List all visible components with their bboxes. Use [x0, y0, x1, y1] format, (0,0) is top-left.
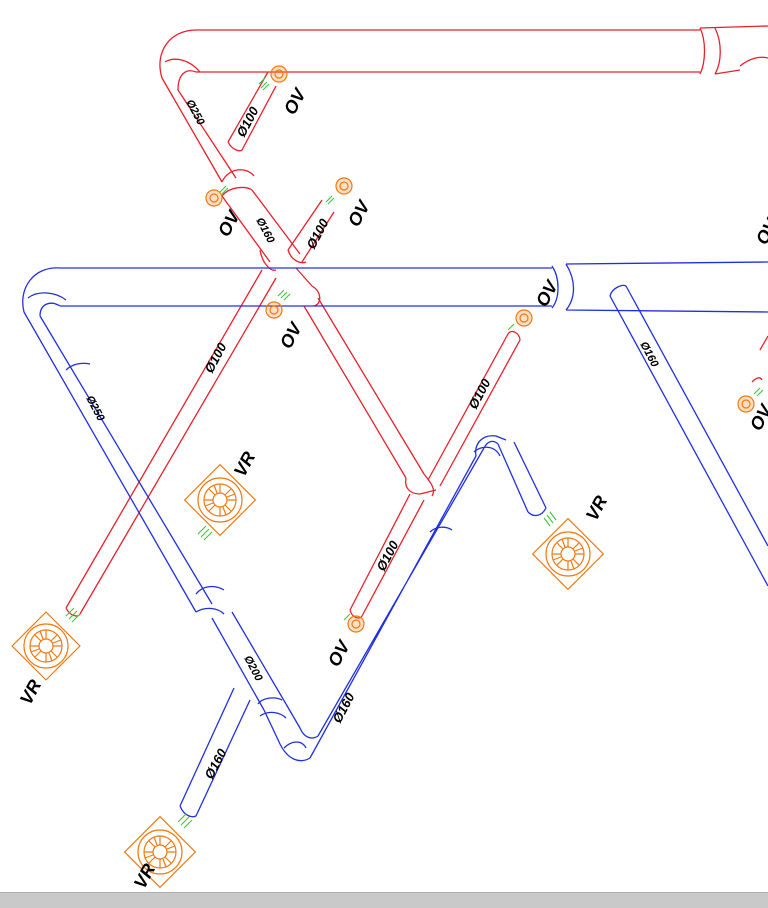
tag-ov: OV — [324, 636, 355, 670]
supply-elbow-top-left — [159, 29, 237, 183]
ov-terminal[interactable] — [265, 289, 291, 319]
extract-branch-vr4 — [179, 687, 251, 818]
label-d200: Ø200 — [241, 654, 265, 684]
supply-branch-ov7 — [349, 493, 425, 619]
vr-grille[interactable] — [123, 813, 197, 889]
terminal-tags: OV OV OV OV OV OV OV OV VR VR VR VR — [16, 84, 768, 892]
supply-duct-network — [65, 25, 768, 619]
extract-branch-vr3 — [497, 441, 547, 517]
status-bar — [0, 892, 768, 908]
supply-branch-ov3 — [287, 199, 335, 264]
vr-grille[interactable] — [183, 463, 257, 541]
ov-terminal[interactable] — [737, 387, 764, 413]
ov-terminal[interactable] — [507, 309, 533, 331]
extract-duct-network — [22, 261, 768, 818]
tag-vr: VR — [16, 676, 45, 707]
label-d100-d: Ø100 — [465, 376, 494, 412]
tag-vr: VR — [130, 860, 159, 891]
extract-elbow-left — [22, 267, 213, 613]
extract-elbow-bottom — [263, 703, 319, 762]
tag-ov: OV — [214, 206, 245, 240]
vr-grille[interactable] — [11, 607, 81, 681]
tag-ov: OV — [752, 214, 768, 248]
tag-vr: VR — [582, 492, 611, 523]
tag-ov: OV — [276, 318, 307, 352]
supply-duct-top[interactable] — [196, 29, 700, 73]
supply-branch-ov1 — [227, 71, 277, 152]
ov-terminal[interactable] — [343, 613, 365, 633]
ov-terminal[interactable] — [325, 177, 353, 205]
extract-duct-d160[interactable] — [309, 447, 485, 759]
label-d250-blue: Ø250 — [83, 394, 107, 424]
label-d250-top: Ø250 — [183, 98, 207, 128]
ov-terminal[interactable] — [205, 185, 229, 207]
label-d160-a: Ø160 — [253, 216, 277, 246]
dimension-labels: Ø250 Ø100 Ø160 Ø100 Ø100 Ø100 Ø100 Ø250 … — [83, 98, 661, 782]
ov-terminal[interactable] — [258, 65, 288, 91]
extract-duct-d200[interactable] — [211, 611, 287, 711]
tag-ov: OV — [344, 196, 375, 230]
vr-grille[interactable] — [531, 511, 605, 591]
extract-duct-horizontal[interactable] — [60, 267, 552, 307]
tag-vr: VR — [230, 448, 259, 479]
tag-ov: OV — [280, 84, 311, 118]
ov-terminals — [205, 65, 764, 633]
supply-branch-vr1 — [65, 269, 277, 617]
extract-duct-right[interactable] — [609, 284, 768, 587]
label-d100-c: Ø100 — [201, 340, 230, 376]
vr-grilles — [11, 463, 605, 889]
supply-branch-ov6 — [427, 330, 521, 487]
